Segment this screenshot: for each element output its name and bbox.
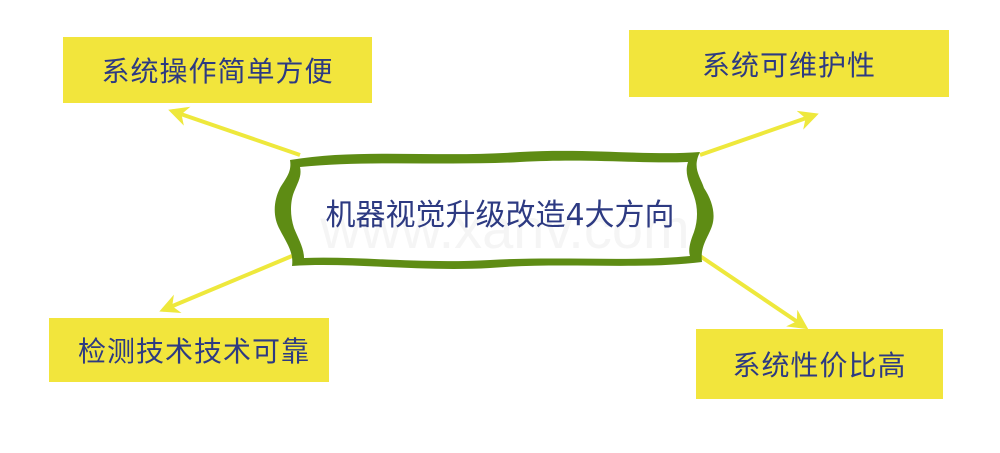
arrow-to-bottom-right <box>698 254 809 330</box>
center-frame <box>274 150 714 269</box>
arrow-to-top-right <box>699 110 819 157</box>
arrow-to-bottom-left <box>159 254 293 314</box>
branch-label-maintainability: 系统可维护性 <box>701 48 876 82</box>
branch-label-reliability: 检测技术技术可靠 <box>78 335 311 368</box>
branch-label-operation: 系统操作简单方便 <box>101 55 334 88</box>
branch-box-cost-performance: 系统性价比高 <box>696 329 943 399</box>
branch-box-operation: 系统操作简单方便 <box>63 37 372 103</box>
arrow-to-top-left <box>168 106 301 157</box>
branch-box-reliability: 检测技术技术可靠 <box>49 318 329 382</box>
center-topic-label: 机器视觉升级改造4大方向 <box>325 198 675 233</box>
branch-box-maintainability: 系统可维护性 <box>629 30 949 97</box>
branch-label-cost-performance: 系统性价比高 <box>732 349 907 382</box>
